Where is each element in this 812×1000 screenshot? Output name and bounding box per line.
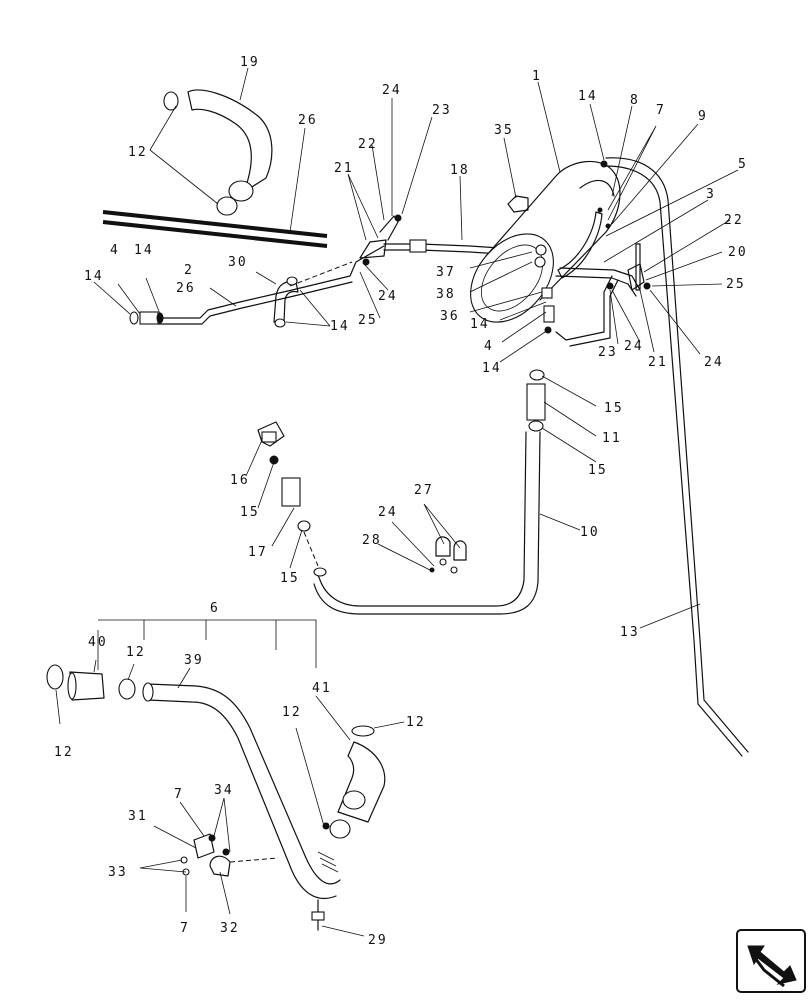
callout-14: 14 bbox=[482, 361, 502, 376]
callout-3: 3 bbox=[706, 187, 716, 202]
callout-16: 16 bbox=[230, 473, 250, 488]
callout-17: 17 bbox=[248, 545, 268, 560]
next-page-arrow-icon[interactable] bbox=[736, 929, 806, 993]
callout-7: 7 bbox=[174, 787, 184, 802]
callout-20: 20 bbox=[728, 245, 748, 260]
callout-18: 18 bbox=[450, 163, 470, 178]
callout-25: 25 bbox=[358, 313, 378, 328]
callout-4: 4 bbox=[110, 243, 120, 258]
callout-7: 7 bbox=[656, 103, 666, 118]
callout-15: 15 bbox=[604, 401, 624, 416]
callout-26: 26 bbox=[176, 281, 196, 296]
callout-12: 12 bbox=[126, 645, 146, 660]
callout-21: 21 bbox=[648, 355, 668, 370]
callout-13: 13 bbox=[620, 625, 640, 640]
callout-30: 30 bbox=[228, 255, 248, 270]
callout-15: 15 bbox=[280, 571, 300, 586]
callout-5: 5 bbox=[738, 157, 748, 172]
callout-6: 6 bbox=[210, 601, 220, 616]
callout-1: 1 bbox=[532, 69, 542, 84]
callout-22: 22 bbox=[358, 137, 378, 152]
hose-19 bbox=[163, 89, 273, 216]
bracket-21 bbox=[359, 214, 402, 266]
tank-1 bbox=[470, 160, 641, 347]
strap-26 bbox=[102, 210, 328, 248]
elbow-30 bbox=[273, 276, 299, 328]
callout-39: 39 bbox=[184, 653, 204, 668]
callout-14: 14 bbox=[134, 243, 154, 258]
callout-10: 10 bbox=[580, 525, 600, 540]
callout-37: 37 bbox=[436, 265, 456, 280]
callout-14: 14 bbox=[84, 269, 104, 284]
callout-24: 24 bbox=[704, 355, 724, 370]
callout-29: 29 bbox=[368, 933, 388, 948]
callout-31: 31 bbox=[128, 809, 148, 824]
callout-24: 24 bbox=[624, 339, 644, 354]
clamp-27 bbox=[429, 536, 467, 574]
line-18 bbox=[383, 239, 501, 255]
callout-14: 14 bbox=[330, 319, 350, 334]
callout-40: 40 bbox=[88, 635, 108, 650]
fitting-36 bbox=[541, 287, 555, 334]
callout-14: 14 bbox=[578, 89, 598, 104]
callout-21: 21 bbox=[334, 161, 354, 176]
callout-12: 12 bbox=[406, 715, 426, 730]
callout-26: 26 bbox=[298, 113, 318, 128]
bracket-31 bbox=[180, 833, 279, 877]
callout-28: 28 bbox=[362, 533, 382, 548]
callout-23: 23 bbox=[432, 103, 452, 118]
callout-14: 14 bbox=[470, 317, 490, 332]
callout-38: 38 bbox=[436, 287, 456, 302]
callout-34: 34 bbox=[214, 783, 234, 798]
callout-12: 12 bbox=[282, 705, 302, 720]
drain-valve-29 bbox=[311, 899, 325, 931]
fitting-16 bbox=[257, 421, 319, 567]
leader-lines bbox=[55, 67, 739, 937]
callout-24: 24 bbox=[378, 505, 398, 520]
bracket-20 bbox=[606, 243, 651, 291]
callout-labels: 19 26 12 24 23 22 21 18 35 1 14 8 7 9 5 … bbox=[54, 55, 748, 948]
callout-33: 33 bbox=[108, 865, 128, 880]
callout-24: 24 bbox=[378, 289, 398, 304]
callout-36: 36 bbox=[440, 309, 460, 324]
callout-32: 32 bbox=[220, 921, 240, 936]
pipe-assembly-6 bbox=[46, 664, 386, 900]
hose-10 bbox=[313, 431, 541, 615]
callout-4: 4 bbox=[484, 339, 494, 354]
callout-7: 7 bbox=[180, 921, 190, 936]
callout-15: 15 bbox=[240, 505, 260, 520]
callout-12: 12 bbox=[54, 745, 74, 760]
connection-dash-1 bbox=[289, 261, 353, 287]
callout-24: 24 bbox=[382, 83, 402, 98]
callout-22: 22 bbox=[724, 213, 744, 228]
hose-11 bbox=[526, 369, 546, 432]
callout-2: 2 bbox=[184, 263, 194, 278]
callout-11: 11 bbox=[602, 431, 622, 446]
callout-23: 23 bbox=[598, 345, 618, 360]
tube-13 bbox=[605, 157, 749, 757]
callout-25: 25 bbox=[726, 277, 746, 292]
callout-19: 19 bbox=[240, 55, 260, 70]
callout-9: 9 bbox=[698, 109, 708, 124]
callout-41: 41 bbox=[312, 681, 332, 696]
callout-27: 27 bbox=[414, 483, 434, 498]
callout-35: 35 bbox=[494, 123, 514, 138]
callout-8: 8 bbox=[630, 93, 640, 108]
callout-12: 12 bbox=[128, 145, 148, 160]
callout-15: 15 bbox=[588, 463, 608, 478]
line-2 bbox=[129, 245, 385, 325]
